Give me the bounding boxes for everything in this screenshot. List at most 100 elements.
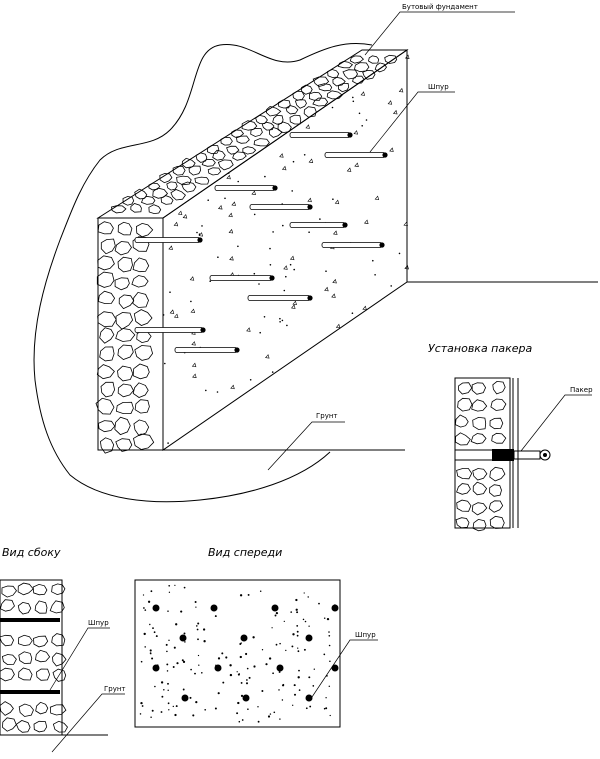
packer-nipple — [539, 449, 551, 461]
stone — [148, 182, 161, 191]
speckle-aggregate — [364, 219, 369, 224]
stone — [277, 121, 292, 134]
speckle-dot — [261, 649, 264, 651]
stone — [1, 654, 17, 666]
speckle-dot — [189, 696, 192, 699]
speckle-dot — [325, 707, 328, 710]
speckle-aggregate — [218, 204, 223, 210]
speckle-dot — [143, 607, 145, 609]
stone — [18, 703, 34, 717]
speckle-dot — [275, 611, 279, 615]
stone — [34, 600, 48, 614]
speckle-dot — [169, 291, 171, 294]
ground-leader — [267, 421, 345, 471]
stone — [232, 151, 247, 161]
stone — [489, 484, 502, 497]
speckle-dot — [167, 702, 170, 705]
speckle-dot — [272, 231, 274, 233]
stone — [134, 345, 154, 361]
speckle-dot — [224, 197, 226, 200]
stone — [52, 720, 68, 733]
stone — [327, 69, 340, 78]
speckle-dot — [162, 314, 165, 316]
speckle-dot — [271, 371, 274, 373]
speckle-dot — [173, 646, 176, 649]
borehole — [209, 275, 273, 281]
front-hole — [242, 694, 250, 702]
stone — [99, 437, 115, 454]
speckle-dot — [328, 631, 330, 633]
front-hole — [276, 664, 284, 672]
stone — [489, 466, 506, 482]
speckle-dot — [160, 711, 163, 713]
borehole-leader — [369, 91, 455, 153]
speckle-dot — [183, 632, 186, 635]
speckle-dot — [160, 681, 164, 684]
stone — [97, 255, 115, 271]
stone — [285, 105, 299, 115]
speckle-dot — [279, 321, 281, 323]
speckle-dot — [323, 653, 326, 656]
speckle-dot — [323, 617, 326, 619]
speckle-dot — [227, 172, 230, 174]
speckle-dot — [326, 617, 330, 621]
speckle-dot — [236, 671, 238, 673]
front-hole — [305, 694, 313, 702]
speckle-aggregate — [265, 354, 270, 359]
speckle-dot — [328, 634, 331, 637]
stone — [277, 99, 291, 109]
stone — [384, 54, 398, 64]
speckle-dot — [329, 714, 331, 717]
stone — [15, 720, 31, 733]
speckle-dot — [252, 636, 255, 639]
speckle-dot — [167, 689, 169, 692]
speckle-dot — [221, 652, 224, 655]
speckle-dot — [239, 655, 242, 659]
borehole-end — [272, 185, 278, 191]
speckle-dot — [239, 594, 243, 597]
stone — [337, 82, 350, 93]
speckle-dot — [245, 682, 249, 685]
speckle-dot — [140, 701, 143, 705]
speckle-dot — [190, 668, 192, 671]
speckle-aggregate — [335, 323, 341, 329]
speckle-dot — [285, 649, 287, 652]
speckle-dot — [180, 610, 183, 613]
borehole-end — [342, 222, 348, 228]
speckle-dot — [293, 693, 297, 696]
stone — [472, 468, 488, 481]
speckle-aggregate — [354, 162, 359, 167]
speckle-dot — [196, 231, 198, 234]
speckle-dot — [332, 198, 334, 200]
speckle-dot — [197, 654, 200, 657]
speckle-aggregate — [189, 276, 195, 281]
stone — [491, 432, 507, 444]
stone — [114, 241, 132, 256]
stone — [342, 69, 358, 80]
stone — [115, 328, 136, 342]
stone — [33, 635, 49, 648]
stone — [140, 195, 156, 205]
foundation-leader — [364, 11, 515, 56]
speckle-aggregate — [332, 278, 337, 284]
speckle-dot — [181, 659, 184, 662]
main-foundation-view: Бутовый фундамент Шпур Грунт — [33, 3, 598, 503]
speckle-aggregate — [173, 221, 179, 227]
speckle-dot — [278, 671, 281, 673]
speckle-dot — [154, 685, 156, 688]
speckle-dot — [195, 625, 198, 627]
speckle-dot — [303, 648, 306, 651]
speckle-dot — [302, 618, 305, 621]
stone — [455, 432, 471, 446]
stone — [206, 144, 220, 155]
speckle-dot — [174, 713, 177, 717]
speckle-dot — [203, 640, 206, 643]
stone — [362, 69, 376, 80]
stone — [261, 121, 275, 131]
speckle-dot — [263, 316, 266, 318]
speckle-dot — [247, 708, 249, 710]
stone — [115, 312, 134, 330]
speckle-dot — [293, 268, 296, 271]
stone — [212, 149, 226, 161]
speckle-dot — [229, 664, 232, 667]
